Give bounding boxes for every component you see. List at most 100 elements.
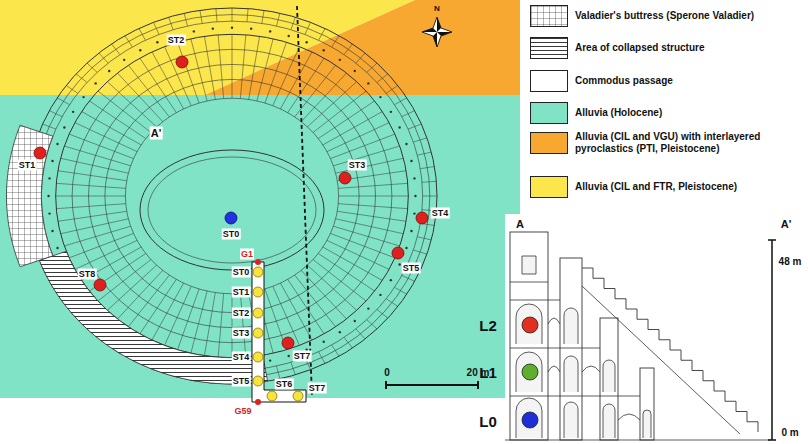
level-sensor [522,364,538,380]
pier [354,320,356,322]
pier [123,59,125,61]
pier [51,230,53,232]
holocene-alluvia-region [0,95,520,398]
pier [48,177,50,179]
pier [390,111,392,113]
valadier-buttress [7,125,53,266]
pier [156,41,158,43]
section-line [297,6,312,396]
pier [405,143,407,145]
pier [287,35,289,37]
legend-row: Alluvia (CIL and VGU) with interlayered … [530,130,803,156]
pier [82,96,84,98]
pier [108,70,110,72]
station-marker [34,147,46,159]
wall-ring [125,98,338,294]
station-label: ST8 [78,269,97,280]
pier [398,126,400,128]
legend-text: Alluvia (Holocene) [575,107,803,119]
pier [367,307,369,309]
pier [323,49,325,51]
station-marker [416,212,428,224]
station-label: ST5 [232,376,251,387]
map-overlay [34,6,478,405]
pier [379,96,381,98]
station-marker [253,267,263,277]
pier [231,27,233,29]
pier [48,212,50,214]
legend-row: Commodus passage [530,68,803,94]
level-sensor [522,317,538,333]
colosseum-plan [7,8,438,384]
collapsed-area [39,251,267,384]
pier [398,263,400,265]
pier [269,30,271,32]
pier [339,331,341,333]
wall-ring [27,8,437,384]
station-marker [253,376,263,386]
level-sensors [522,317,538,428]
pier [139,49,141,51]
compass-fill [422,17,452,47]
pier [390,279,392,281]
pier [56,247,58,249]
legend-swatch [530,70,568,92]
radial-walls [27,8,437,384]
level-sensor [522,412,538,428]
station-label: ST1 [232,287,251,298]
commodus-passage [252,262,306,402]
pier [193,30,195,32]
pier [405,247,407,249]
station-marker [392,247,404,259]
north-label: N [434,5,440,13]
legend-swatch [530,102,568,124]
pier [414,195,416,197]
level-label: L0 [479,414,497,429]
station-label: ST0 [232,267,251,278]
legend-swatch [530,132,568,154]
station-marker [176,56,188,68]
height-label: 0 m [781,428,798,438]
legend-text: Commodus passage [575,75,803,87]
legend-text: Valadier's buttress (Sperone Valadier) [575,10,803,22]
station-label: ST2 [167,35,186,46]
section-arches [516,304,651,438]
legend-row: Area of collapsed structure [530,35,803,61]
legend-text: Area of collapsed structure [575,42,803,54]
legend-swatch [530,37,568,59]
pier [305,41,307,43]
legend-pattern-fill [531,6,567,26]
section-floors [505,282,770,440]
legend: Valadier's buttress (Sperone Valadier) Ar… [530,0,808,210]
station-marker [293,391,303,401]
height-label: 48 m [779,257,802,267]
height-scale [768,240,776,440]
station-label: ST6 [275,379,294,390]
gauge-label: G59 [233,406,252,417]
legend-pattern-fill [531,38,567,58]
legend-text: Alluvia (CIL and VGU) with interlayered … [575,131,803,155]
seating-steps [582,268,758,432]
station-label: ST3 [232,328,251,339]
seismic-stations [34,56,428,349]
station-marker [339,172,351,184]
legend-swatch [530,176,568,198]
pier [367,82,369,84]
station-marker [253,352,263,362]
gauge-point [255,399,261,405]
station-marker [253,328,263,338]
scale-bar [386,381,478,389]
compass-rose [422,17,452,47]
station-label: ST1 [18,160,37,171]
legend-swatch [530,5,568,27]
station-label: ST3 [348,160,367,171]
section-end-label: A' [781,219,792,230]
station-label: ST7 [308,383,327,394]
station-label: ST0 [222,229,241,240]
pier [47,195,49,197]
legend-pattern [531,6,567,26]
station-marker [253,287,263,297]
